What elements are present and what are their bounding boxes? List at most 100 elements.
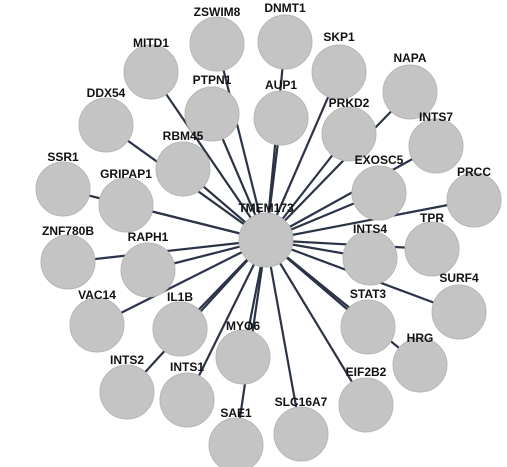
node-znf780b[interactable]: ZNF780B: [40, 224, 96, 290]
node-dnmt1-label: DNMT1: [264, 1, 306, 15]
node-sae1-label: SAE1: [220, 406, 252, 420]
node-exosc5[interactable]: EXOSC5: [351, 153, 407, 221]
node-il1b-circle[interactable]: [152, 301, 208, 357]
node-zswim8-circle[interactable]: [189, 16, 245, 72]
node-skp1-label: SKP1: [323, 30, 355, 44]
node-slc16a7-label: SLC16A7: [275, 395, 328, 409]
node-ints2-circle[interactable]: [99, 364, 155, 420]
node-hrg[interactable]: HRG: [392, 331, 448, 393]
node-sae1-circle[interactable]: [208, 417, 264, 467]
node-raph1-circle[interactable]: [120, 242, 176, 298]
node-il1b-label: IL1B: [167, 290, 193, 304]
node-gripap1-circle[interactable]: [98, 177, 154, 233]
node-sae1[interactable]: SAE1: [208, 406, 264, 467]
node-ddx54[interactable]: DDX54: [78, 86, 134, 153]
node-raph1[interactable]: RAPH1: [120, 230, 176, 298]
node-ints2-label: INTS2: [110, 353, 144, 367]
edge-tmem173-prcc: [265, 198, 475, 242]
node-slc16a7-circle[interactable]: [273, 406, 329, 462]
edge-tmem173-slc16a7: [264, 239, 303, 435]
edge-tmem173-ints1: [186, 239, 267, 401]
node-ints7[interactable]: INTS7: [408, 110, 464, 174]
edge-tmem173-zswim8: [215, 43, 268, 241]
node-ssr1-circle[interactable]: [35, 161, 91, 217]
node-stat3-label: STAT3: [350, 287, 387, 301]
node-tpr-circle[interactable]: [404, 221, 460, 277]
node-dnmt1[interactable]: DNMT1: [257, 1, 313, 70]
node-hrg-label: HRG: [407, 331, 434, 345]
node-ints4-label: INTS4: [353, 222, 387, 236]
node-myo6-label: MYO6: [226, 319, 260, 333]
node-surf4-circle[interactable]: [431, 284, 487, 340]
node-tpr[interactable]: TPR: [404, 211, 460, 277]
node-prkd2-label: PRKD2: [329, 96, 370, 110]
node-gripap1[interactable]: GRIPAP1: [98, 167, 154, 233]
node-aup1-circle[interactable]: [253, 90, 309, 146]
node-ddx54-circle[interactable]: [78, 97, 134, 153]
hub-node[interactable]: TMEM173: [238, 201, 294, 268]
node-aup1[interactable]: AUP1: [253, 78, 309, 146]
node-surf4-label: SURF4: [439, 271, 479, 285]
node-dnmt1-circle[interactable]: [257, 14, 313, 70]
node-stat3[interactable]: STAT3: [340, 287, 396, 355]
node-ints4[interactable]: INTS4: [342, 222, 398, 286]
node-ints1-circle[interactable]: [159, 372, 215, 428]
node-hrg-circle[interactable]: [392, 337, 448, 393]
node-napa-label: NAPA: [393, 51, 426, 65]
node-prcc-circle[interactable]: [446, 172, 502, 228]
node-exosc5-label: EXOSC5: [355, 153, 404, 167]
node-napa-circle[interactable]: [382, 64, 438, 120]
node-exosc5-circle[interactable]: [351, 165, 407, 221]
node-aup1-label: AUP1: [265, 78, 297, 92]
edge-tmem173-hrg: [265, 239, 421, 366]
node-ints1[interactable]: INTS1: [159, 360, 215, 428]
node-slc16a7[interactable]: SLC16A7: [273, 395, 329, 462]
node-vac14-label: VAC14: [78, 288, 116, 302]
node-il1b[interactable]: IL1B: [152, 290, 208, 357]
node-skp1-circle[interactable]: [311, 44, 367, 100]
node-tpr-label: TPR: [420, 211, 444, 225]
node-ptpn1[interactable]: PTPN1: [184, 73, 240, 142]
node-ints7-circle[interactable]: [408, 118, 464, 174]
node-prcc[interactable]: PRCC: [446, 165, 502, 228]
node-ssr1[interactable]: SSR1: [35, 150, 91, 217]
node-ints4-circle[interactable]: [342, 230, 398, 286]
hub-node-circle[interactable]: [238, 212, 294, 268]
node-prkd2-circle[interactable]: [321, 106, 377, 162]
node-rbm45-label: RBM45: [163, 129, 204, 143]
node-rbm45[interactable]: RBM45: [155, 129, 211, 197]
node-prkd2[interactable]: PRKD2: [321, 96, 377, 162]
node-eif2b2[interactable]: EIF2B2: [338, 365, 394, 433]
node-raph1-label: RAPH1: [128, 230, 169, 244]
node-znf780b-label: ZNF780B: [42, 224, 94, 238]
edge-tmem173-vac14: [96, 239, 267, 326]
node-znf780b-circle[interactable]: [40, 234, 96, 290]
node-myo6[interactable]: MYO6: [215, 319, 271, 385]
node-vac14[interactable]: VAC14: [69, 288, 125, 353]
node-rbm45-circle[interactable]: [155, 141, 211, 197]
node-ints2[interactable]: INTS2: [99, 353, 155, 420]
edge-tmem173-ints7: [265, 145, 437, 241]
node-napa[interactable]: NAPA: [382, 51, 438, 120]
node-prcc-label: PRCC: [457, 165, 491, 179]
node-gripap1-label: GRIPAP1: [100, 167, 152, 181]
edge-tmem173-eif2b2: [265, 239, 367, 406]
node-eif2b2-circle[interactable]: [338, 377, 394, 433]
node-surf4[interactable]: SURF4: [431, 271, 487, 340]
node-myo6-circle[interactable]: [215, 329, 271, 385]
node-zswim8[interactable]: ZSWIM8: [189, 5, 245, 72]
node-mitd1-label: MITD1: [133, 36, 169, 50]
node-ddx54-label: DDX54: [87, 86, 126, 100]
node-mitd1[interactable]: MITD1: [123, 36, 179, 100]
edge-tmem173-napa: [265, 91, 411, 241]
node-skp1[interactable]: SKP1: [311, 30, 367, 100]
node-mitd1-circle[interactable]: [123, 44, 179, 100]
node-eif2b2-label: EIF2B2: [346, 365, 387, 379]
node-ptpn1-circle[interactable]: [184, 86, 240, 142]
node-ssr1-label: SSR1: [47, 150, 79, 164]
node-stat3-circle[interactable]: [340, 299, 396, 355]
node-vac14-circle[interactable]: [69, 297, 125, 353]
hub-node-label: TMEM173: [238, 201, 294, 215]
